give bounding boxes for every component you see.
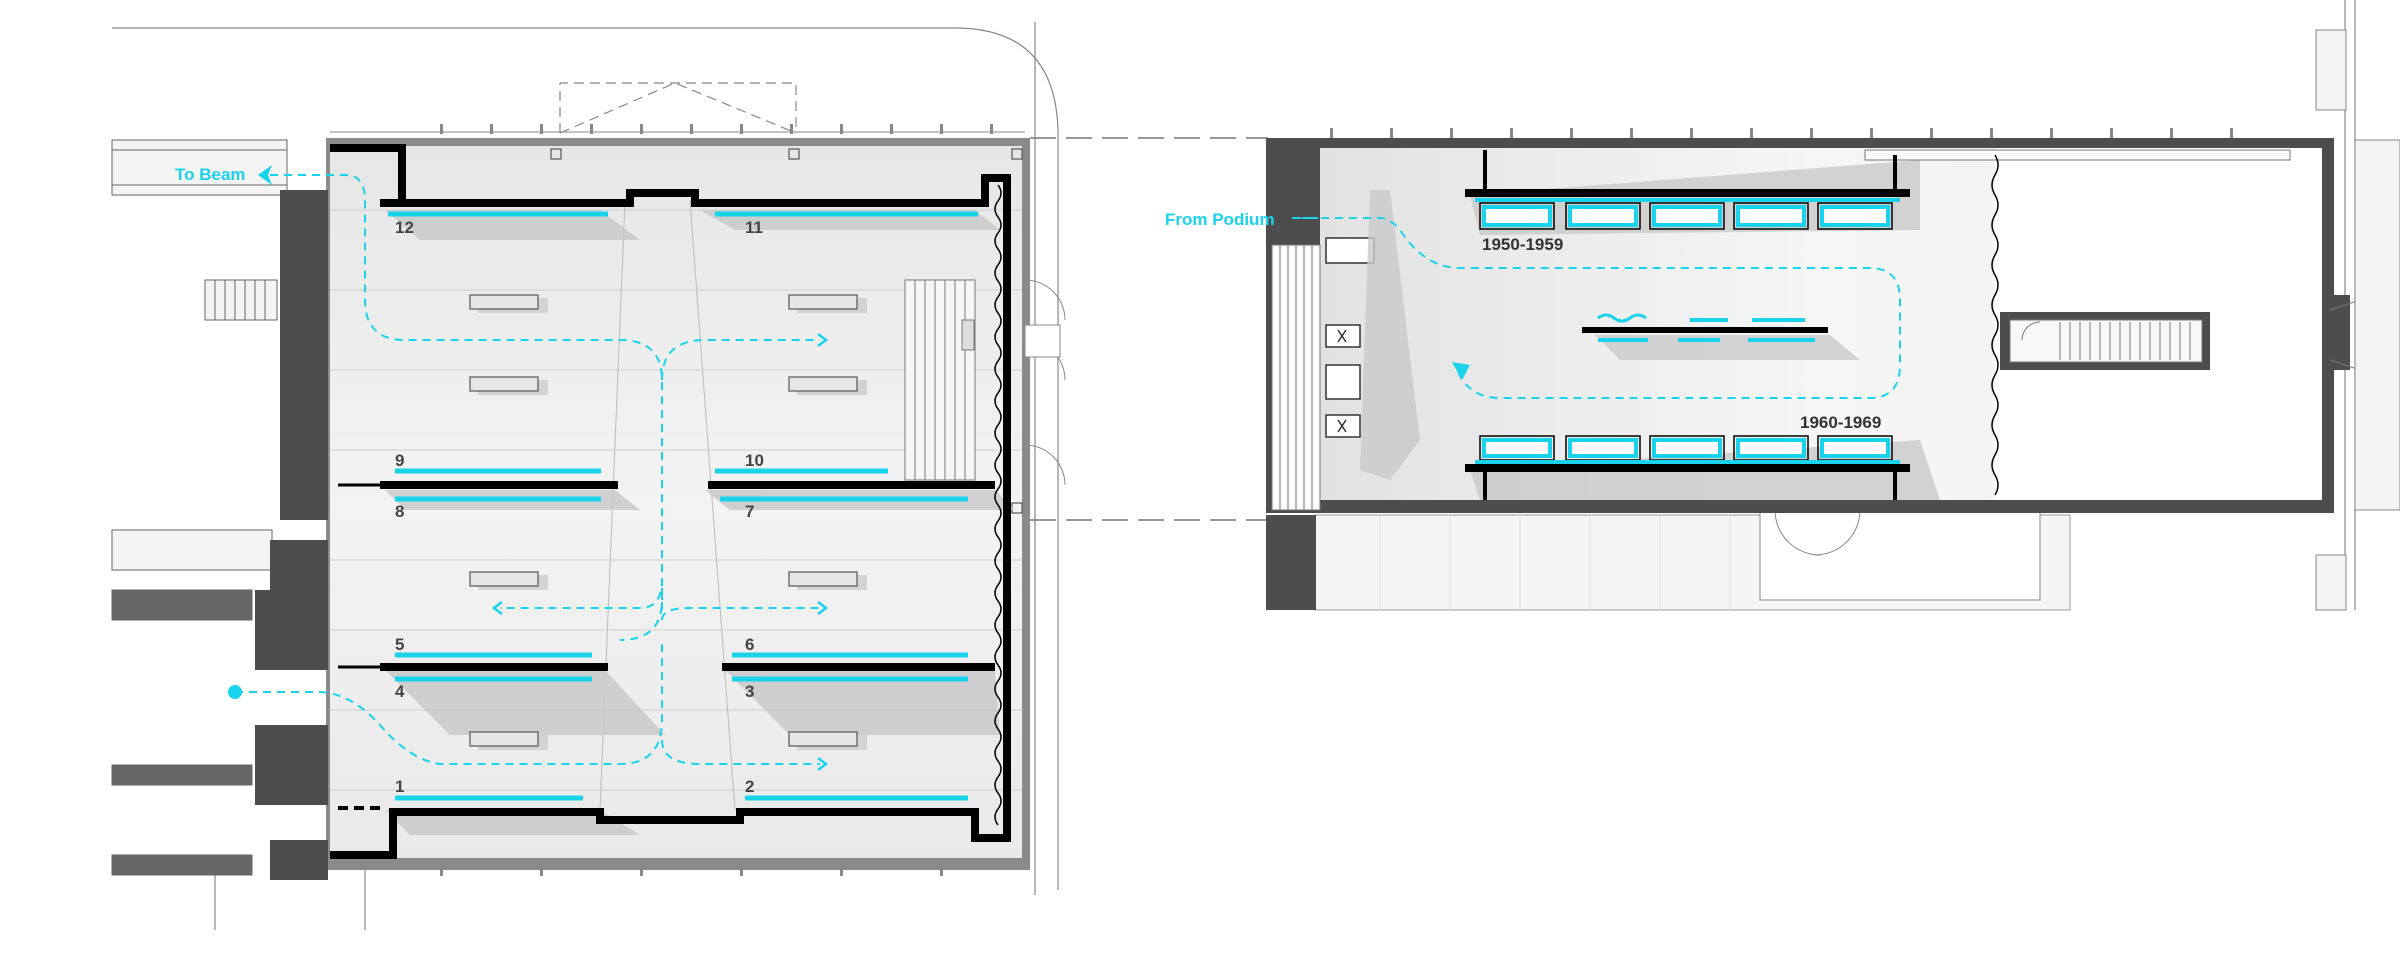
vitrine-outlines: [1479, 202, 1893, 461]
east-stair: [904, 279, 976, 481]
to-beam-label: To Beam: [175, 165, 246, 184]
wall-number-6: 6: [745, 635, 754, 654]
curtain: [994, 184, 1002, 826]
wave-display: [1597, 313, 1647, 323]
exhibition-walls: [330, 144, 1011, 859]
escalator: [2000, 312, 2210, 370]
path-arrowheads: [491, 333, 829, 771]
exterior-stairs-left: [111, 139, 288, 876]
from-podium-label: From Podium: [1165, 210, 1275, 229]
visitor-path: [235, 174, 820, 765]
period-label-1950: 1950-1959: [1482, 235, 1563, 254]
skylight: [1864, 149, 2291, 161]
east-doors: [1024, 279, 1066, 486]
wall-number-3: 3: [745, 682, 754, 701]
wall-number-9: 9: [395, 451, 404, 470]
right-gallery: From Podium 1950-1959 1960-1969: [1165, 29, 2400, 611]
left-gallery: 1 2 3 4 5 6 7 8 9 10 11 12 To Beam: [111, 124, 1066, 880]
return-arrow-icon: [1452, 362, 1470, 380]
wall-number-11: 11: [745, 218, 763, 237]
west-stair: [1271, 244, 1321, 511]
to-beam-arrow-icon: [258, 165, 272, 185]
gallery-walls: [1465, 189, 1910, 472]
service-units: [1325, 237, 1375, 438]
canopy-outline: [559, 82, 797, 134]
mullions: [440, 124, 993, 876]
vitrines-upper: [1482, 205, 1890, 227]
wall-number-12: 12: [395, 218, 414, 237]
display-cases: [388, 211, 978, 801]
curtain-right: [1991, 154, 1999, 496]
visitor-path-right: [1293, 217, 1901, 399]
wall-number-10: 10: [745, 451, 764, 470]
end-posts: [1483, 150, 1897, 500]
entry-point-icon: [228, 685, 242, 699]
wall-number-4: 4: [395, 682, 405, 701]
wall-number-8: 8: [395, 502, 404, 521]
south-doors: [1774, 509, 1861, 556]
wall-number-7: 7: [745, 502, 754, 521]
wall-number-2: 2: [745, 777, 754, 796]
period-label-1960: 1960-1969: [1800, 413, 1881, 432]
benches: [469, 294, 867, 750]
wall-stubs: [338, 483, 380, 810]
vitrines-lower: [1482, 438, 1890, 458]
cyan-strips: [1475, 198, 1900, 464]
wall-number-labels: 1 2 3 4 5 6 7 8 9 10 11 12: [395, 218, 764, 796]
wall-number-1: 1: [395, 777, 404, 796]
roof-ticks: [1330, 128, 2233, 138]
far-right-context: [2315, 29, 2400, 611]
wall-number-5: 5: [395, 635, 404, 654]
